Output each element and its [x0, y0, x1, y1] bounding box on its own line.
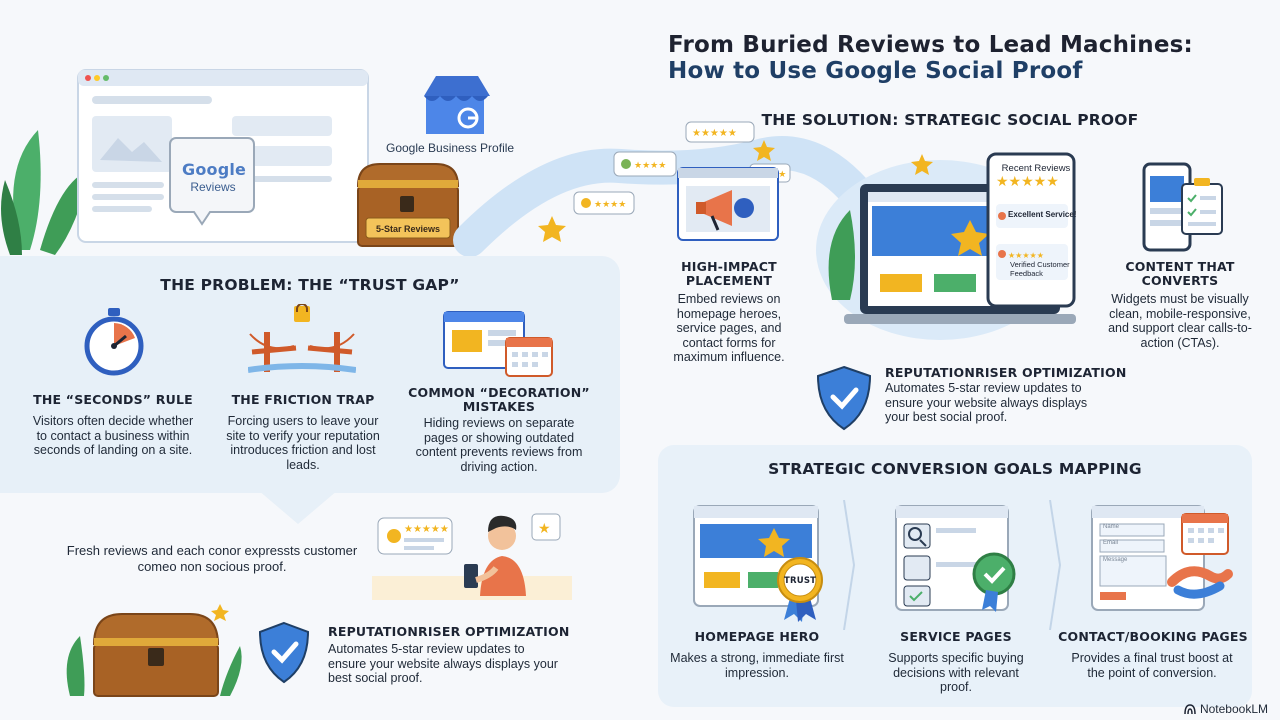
- homepage-hero-icon: [693, 505, 823, 622]
- calendar-browser-icon: [443, 311, 553, 377]
- placement-title: HIGH-IMPACT PLACEMENT: [681, 259, 777, 288]
- laptop-recent-reviews-illustration: ★★★★★ ★★★★★: [816, 152, 1076, 340]
- contact-booking-icon: [1091, 505, 1233, 611]
- fresh-reviews-text: Fresh reviews and each conor expressts c…: [66, 543, 358, 574]
- page-title-line-2: How to Use Google Social Proof: [668, 58, 1083, 84]
- svg-text:★★★★: ★★★★: [634, 161, 666, 171]
- bottom-optimization-text: Automates 5-star review updates to ensur…: [328, 642, 558, 685]
- svg-text:★★★★: ★★★★: [594, 200, 626, 210]
- placement-text: Embed reviews on homepage heroes, servic…: [673, 292, 785, 364]
- goal-divider: [1049, 500, 1062, 630]
- star-icon: [538, 216, 566, 242]
- form-field-email: Email: [1103, 540, 1119, 546]
- recent-reviews-title: Recent Reviews: [1001, 163, 1071, 174]
- svg-text:★: ★: [538, 521, 551, 537]
- panel-pointer: [258, 490, 338, 524]
- form-field-message: Message: [1103, 557, 1128, 563]
- problem-item-3-text: Hiding reviews on separate pages or show…: [415, 416, 583, 474]
- problem-item-1-text: Visitors often decide whether to contact…: [32, 414, 194, 457]
- goal-2-text: Supports specific buying decisions with …: [888, 651, 1024, 694]
- broken-bridge-icon: [248, 304, 356, 373]
- stopwatch-icon: [84, 308, 144, 376]
- form-field-name: Name: [1103, 524, 1120, 530]
- problem-heading: THE PROBLEM: THE “TRUST GAP”: [160, 276, 460, 294]
- bottom-treasure-chest-icon: [66, 604, 242, 697]
- notebooklm-label: NotebookLM: [1199, 702, 1268, 716]
- google-business-profile-icon: [424, 76, 490, 134]
- problem-item-2-text: Forcing users to leave your site to veri…: [226, 414, 380, 472]
- service-pages-icon: [895, 505, 1016, 612]
- problem-item-1-title: THE “SECONDS” RULE: [33, 392, 193, 407]
- content-text: Widgets must be visually clean, mobile-r…: [1108, 292, 1252, 350]
- notebooklm-logo-icon: [1184, 704, 1196, 715]
- solution-heading: THE SOLUTION: STRATEGIC SOCIAL PROOF: [761, 111, 1139, 129]
- shield-check-icon: [258, 621, 310, 684]
- notebooklm-brand: NotebookLM: [1184, 702, 1268, 716]
- bottom-optimization-title: REPUTATIONRISER OPTIMIZATION: [328, 624, 570, 639]
- reviews-label: Reviews: [190, 180, 236, 194]
- svg-text:★★★★★: ★★★★★: [1008, 251, 1044, 260]
- star-icon: [753, 140, 775, 161]
- verified-feedback-text: Verified Customer Feedback: [1010, 260, 1070, 278]
- google-business-profile-label: Google Business Profile: [386, 141, 515, 155]
- goals-heading: STRATEGIC CONVERSION GOALS MAPPING: [768, 460, 1142, 478]
- content-title: CONTENT THAT CONVERTS: [1125, 259, 1235, 288]
- goal-3-title: CONTACT/BOOKING PAGES: [1058, 629, 1248, 644]
- problem-item-3-title: COMMON “DECORATION” MISTAKES: [408, 385, 590, 414]
- goal-3-text: Provides a final trust boost at the poin…: [1071, 651, 1233, 680]
- svg-text:★★★★★: ★★★★★: [404, 524, 449, 535]
- treasure-chest-icon: [356, 163, 460, 247]
- hero-illustration: [1, 69, 490, 255]
- person-with-phone-illustration: ★★★★★ ★: [372, 513, 572, 600]
- floating-review-cards: ★★★★ ★★★★ ★★★★★ ★★★★: [573, 121, 791, 215]
- goal-2-title: SERVICE PAGES: [900, 629, 1012, 644]
- google-logo-text: Google: [182, 160, 247, 179]
- svg-text:★★★★★: ★★★★★: [996, 174, 1059, 190]
- plant-left-icon: [1, 130, 90, 255]
- goal-1-text: Makes a strong, immediate first impressi…: [670, 651, 844, 680]
- goal-1-title: HOMEPAGE HERO: [694, 629, 820, 644]
- solution-shield-check-icon: [816, 365, 872, 431]
- problem-item-2-title: THE FRICTION TRAP: [231, 392, 375, 407]
- excellent-service-text: Excellent Service!: [1008, 210, 1077, 219]
- trust-badge-label: TRUST: [784, 576, 817, 586]
- svg-text:★★★★★: ★★★★★: [692, 128, 737, 139]
- goal-divider: [843, 500, 856, 630]
- solution-optimization-title: REPUTATIONRISER OPTIMIZATION: [885, 365, 1127, 380]
- megaphone-browser-icon: [677, 167, 779, 241]
- solution-optimization-text: Automates 5-star review updates to ensur…: [885, 381, 1088, 424]
- phone-checklist-icon: [1142, 162, 1223, 252]
- page-title-line-1: From Buried Reviews to Lead Machines:: [668, 32, 1193, 58]
- chest-label: 5-Star Reviews: [375, 224, 441, 234]
